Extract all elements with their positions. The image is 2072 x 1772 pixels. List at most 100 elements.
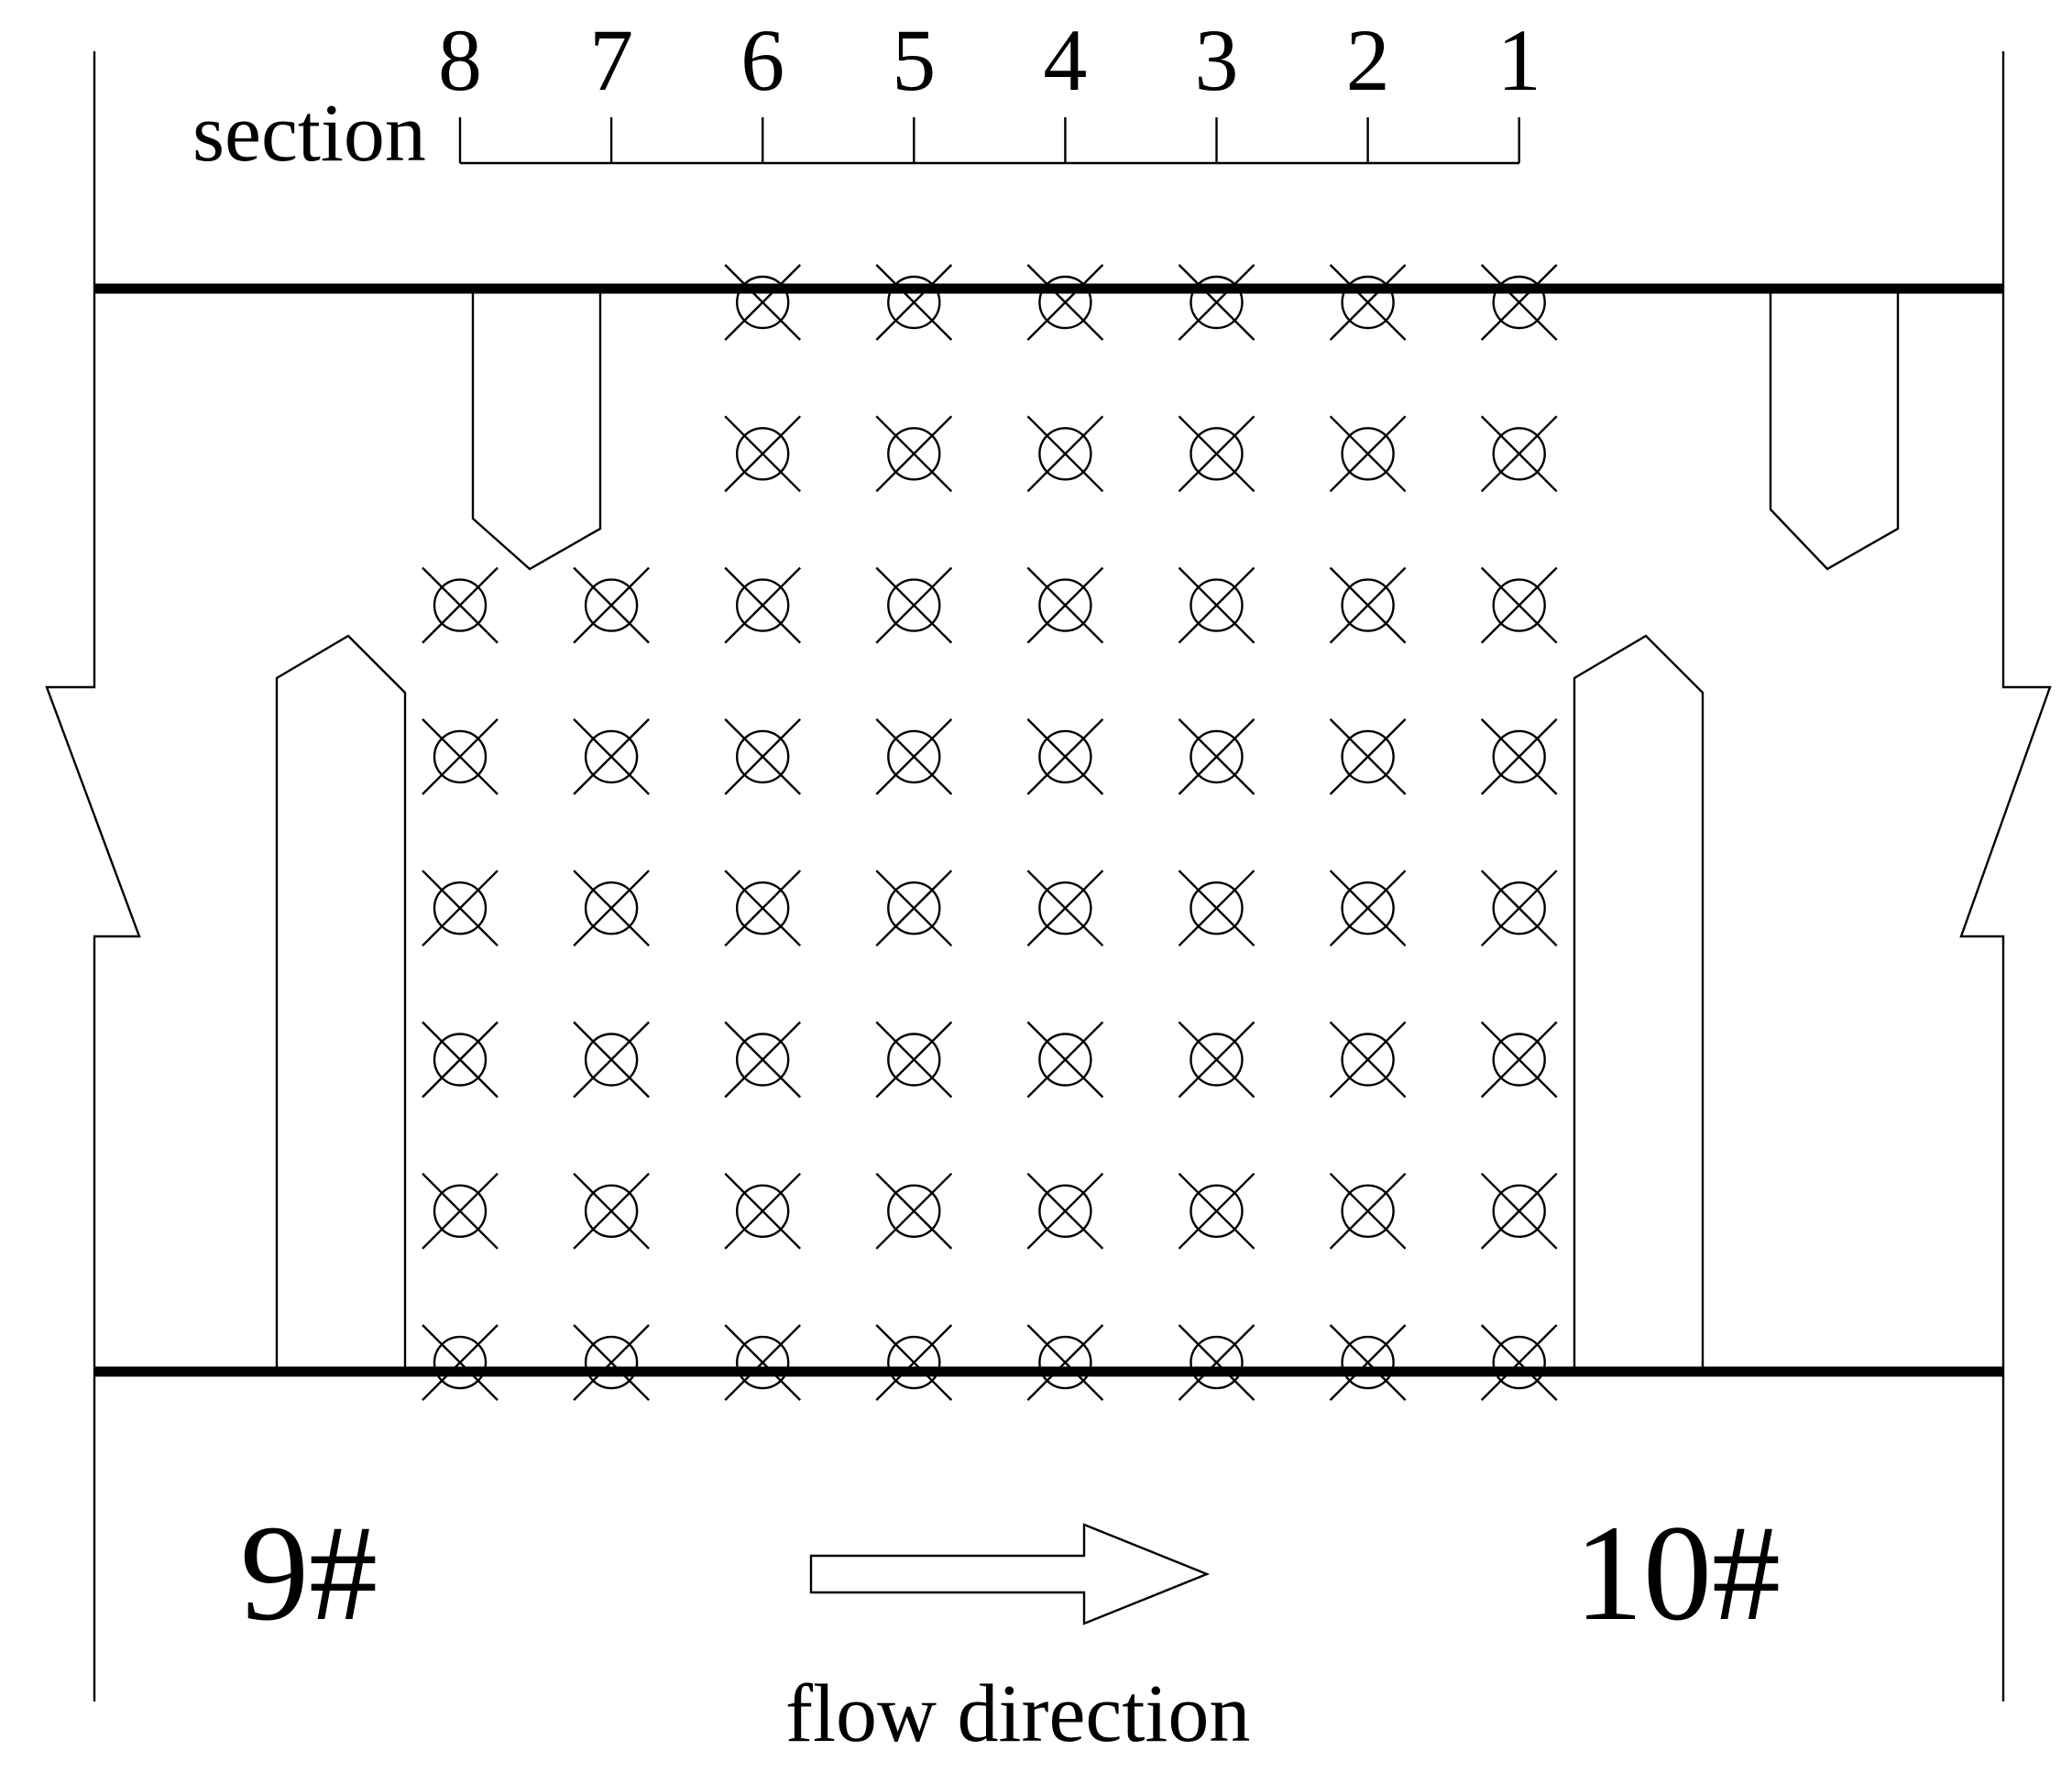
measuring-point [875, 718, 953, 795]
measuring-point [1329, 264, 1407, 341]
measuring-point-cross-2 [573, 870, 650, 947]
measuring-point-cross-2 [422, 1021, 499, 1099]
measuring-point-cross-2 [875, 566, 953, 644]
measuring-point [724, 415, 802, 493]
measuring-point-circle [887, 275, 941, 330]
measuring-point [1026, 1172, 1104, 1250]
measuring-point-circle [736, 275, 790, 330]
measuring-point [1178, 415, 1255, 493]
measuring-point-cross-2 [1329, 1324, 1407, 1401]
measuring-point-cross-2 [1026, 264, 1104, 341]
section-number-6: 6 [740, 11, 784, 109]
measuring-point-circle [1189, 1335, 1244, 1390]
section-number-7: 7 [589, 11, 633, 109]
measuring-point [1026, 264, 1104, 341]
measuring-point-circle [1492, 578, 1546, 632]
measuring-point-circle [887, 578, 941, 632]
measuring-point-cross-2 [1480, 718, 1558, 795]
measuring-point [1026, 566, 1104, 644]
measuring-point-circle [433, 578, 488, 632]
measuring-point-circle [1492, 1184, 1546, 1239]
measuring-point-cross-2 [724, 264, 802, 341]
measuring-point-cross-2 [422, 870, 499, 947]
section-number-4: 4 [1043, 11, 1087, 109]
measuring-point [573, 1021, 650, 1099]
measuring-point-cross-2 [724, 870, 802, 947]
measuring-point-circle [887, 1335, 941, 1390]
measuring-point-cross-2 [1026, 1021, 1104, 1099]
measuring-point-cross-2 [1178, 415, 1255, 493]
section-scale-ticks [458, 117, 1520, 163]
measuring-point [422, 1324, 499, 1401]
measuring-point-circle [1341, 881, 1395, 935]
measuring-point-circle [736, 578, 790, 632]
measuring-point [875, 415, 953, 493]
measuring-point-circle [1038, 427, 1092, 481]
measuring-point-cross-2 [1329, 566, 1407, 644]
measuring-point-cross-2 [1480, 566, 1558, 644]
measuring-point-circle [887, 427, 941, 481]
measuring-point [1178, 264, 1255, 341]
measuring-point [1480, 566, 1558, 644]
measuring-point [875, 870, 953, 947]
measuring-point-circle [1038, 1335, 1092, 1390]
measuring-point [422, 566, 499, 644]
measuring-point-circle [584, 881, 639, 935]
lower-right-pier [1573, 634, 1705, 1372]
measuring-point-circle [887, 1184, 941, 1239]
measuring-point-circle [1341, 729, 1395, 784]
measuring-point [1178, 566, 1255, 644]
measuring-point-circle [736, 729, 790, 784]
measuring-point [1329, 1021, 1407, 1099]
measuring-point-cross-2 [1178, 1021, 1255, 1099]
measuring-point-cross-2 [875, 870, 953, 947]
measuring-point-circle [433, 1335, 488, 1390]
measuring-point [573, 566, 650, 644]
measuring-point-cross-2 [724, 1324, 802, 1401]
measuring-point [875, 1021, 953, 1099]
measuring-point-cross-2 [1329, 1021, 1407, 1099]
measuring-point-circle [1189, 1184, 1244, 1239]
measuring-point [1480, 1172, 1558, 1250]
measuring-point-cross-2 [422, 1324, 499, 1401]
measuring-point-circle [584, 729, 639, 784]
measuring-point-circle [1341, 578, 1395, 632]
measuring-point-circle [1492, 881, 1546, 935]
measuring-point [1178, 718, 1255, 795]
measuring-point-cross-2 [1480, 1324, 1558, 1401]
measuring-point-cross-2 [875, 718, 953, 795]
measuring-point-cross-2 [1178, 1172, 1255, 1250]
measuring-point-cross-2 [875, 1172, 953, 1250]
measuring-point-cross-2 [1178, 1324, 1255, 1401]
measuring-point [573, 718, 650, 795]
measuring-point-cross-2 [1026, 870, 1104, 947]
measuring-point [875, 566, 953, 644]
measuring-point-cross-2 [1178, 870, 1255, 947]
measuring-point [875, 1324, 953, 1401]
measuring-point-cross-2 [875, 264, 953, 341]
measuring-point-cross-2 [875, 1324, 953, 1401]
measuring-point-cross-2 [422, 1172, 499, 1250]
measuring-point [1329, 1172, 1407, 1250]
measuring-point-circle [584, 1033, 639, 1087]
measuring-point-cross-2 [1480, 870, 1558, 947]
measuring-point [1178, 1021, 1255, 1099]
measuring-point-cross-2 [875, 415, 953, 493]
measuring-point-circle [887, 881, 941, 935]
upper-left-pier [471, 289, 602, 571]
measuring-point-cross-2 [422, 718, 499, 795]
measuring-point-cross-2 [1329, 264, 1407, 341]
measuring-point [724, 718, 802, 795]
left-gate-label: 9# [240, 1497, 378, 1649]
measuring-point [724, 264, 802, 341]
measuring-point [1026, 718, 1104, 795]
measuring-point-cross-2 [1026, 566, 1104, 644]
measuring-point-cross-2 [724, 718, 802, 795]
measuring-point-circle [1341, 1033, 1395, 1087]
measuring-point-circle [887, 729, 941, 784]
measuring-point [724, 1172, 802, 1250]
measuring-point-circle [584, 1184, 639, 1239]
measuring-point [724, 870, 802, 947]
